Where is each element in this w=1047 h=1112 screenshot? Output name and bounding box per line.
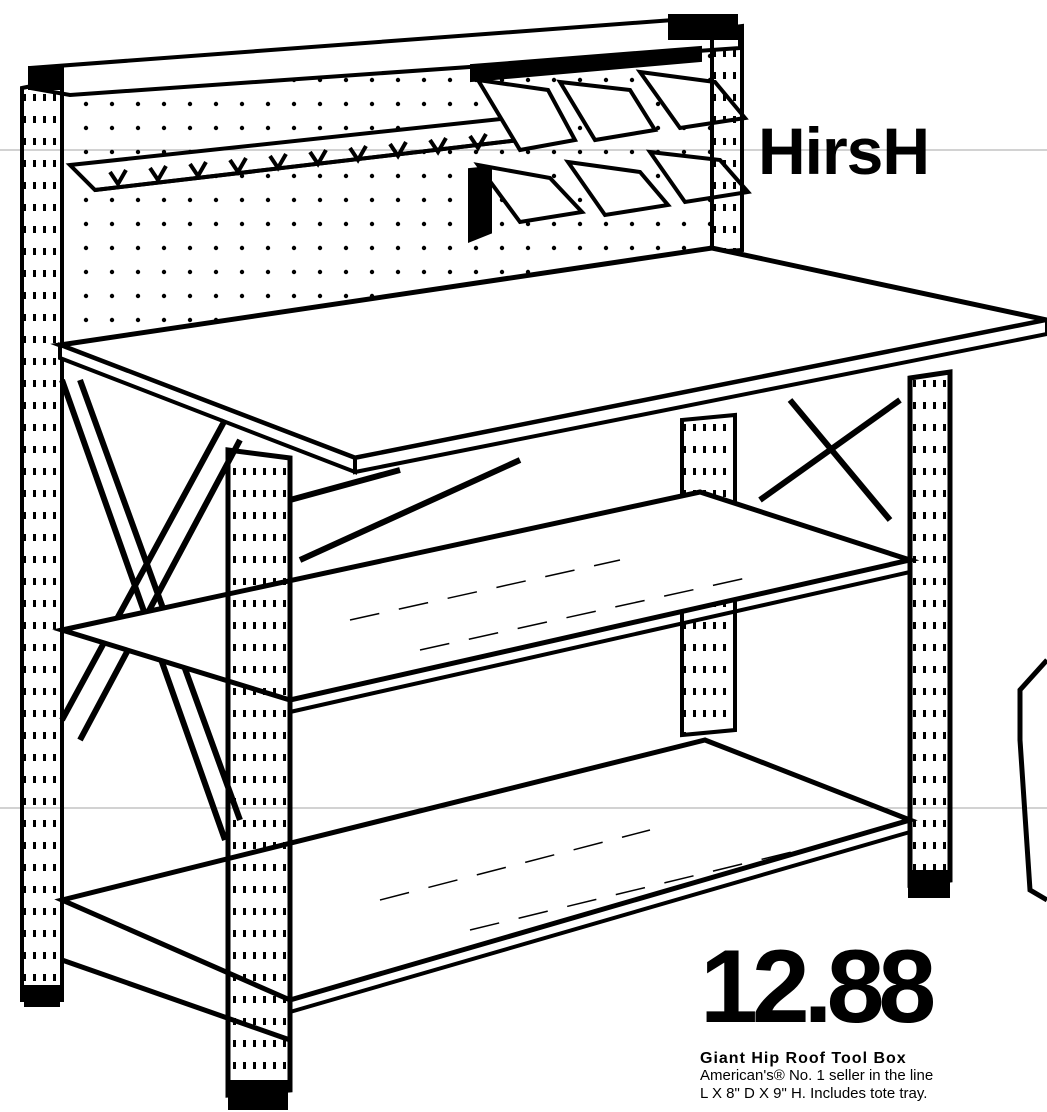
cross-bracing <box>59 378 902 842</box>
tool-box-partial <box>1017 658 1047 903</box>
product-title: Giant Hip Roof Tool Box <box>700 1050 907 1067</box>
tool-hanger-bar <box>65 115 523 193</box>
worktop <box>50 245 1047 475</box>
description-line-1: American's® No. 1 seller in the line <box>700 1068 934 1083</box>
left-rear-post <box>20 77 64 1007</box>
description-line-2: L X 8" D X 9" H. Includes tote tray. <box>700 1086 928 1101</box>
scan-noise <box>0 149 1047 809</box>
brand-logo: HirsH <box>758 114 930 188</box>
front-left-post <box>225 447 293 1110</box>
price: 12.88 <box>700 929 936 1045</box>
front-right-post <box>907 369 953 898</box>
